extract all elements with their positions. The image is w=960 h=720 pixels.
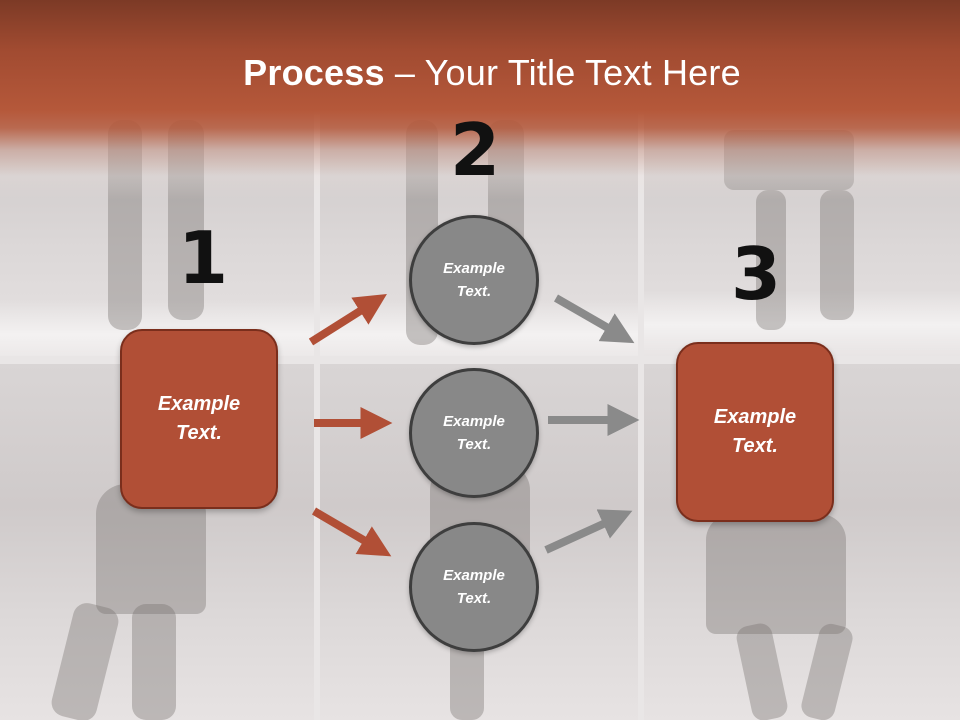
step-number-1: 1 [178, 216, 229, 300]
circle-bottom[interactable]: Example Text. [409, 522, 539, 652]
step-1-box-label: Example Text. [157, 393, 241, 444]
step-3-box[interactable]: Example Text. [676, 342, 834, 522]
title-bold-part: Process [243, 52, 385, 93]
circle-middle-label: Example Text. [443, 413, 505, 453]
arrow-up-right-gray [544, 509, 633, 554]
circle-top-label: Example Text. [443, 260, 505, 300]
header-band [0, 0, 960, 200]
arrow-up-right-red [308, 294, 387, 346]
title-rest: – Your Title Text Here [384, 52, 741, 93]
step-3-box-label: Example Text. [713, 406, 797, 457]
step-number-2: 2 [450, 108, 501, 192]
arrow-down-right-red [311, 507, 392, 557]
arrow-down-right-gray [554, 294, 635, 344]
step-1-box[interactable]: Example Text. [120, 329, 278, 509]
circle-middle[interactable]: Example Text. [409, 368, 539, 498]
step-number-3: 3 [731, 232, 782, 316]
circle-bottom-label: Example Text. [443, 567, 505, 607]
circle-top[interactable]: Example Text. [409, 215, 539, 345]
slide-title[interactable]: Process – Your Title Text Here [0, 52, 960, 94]
